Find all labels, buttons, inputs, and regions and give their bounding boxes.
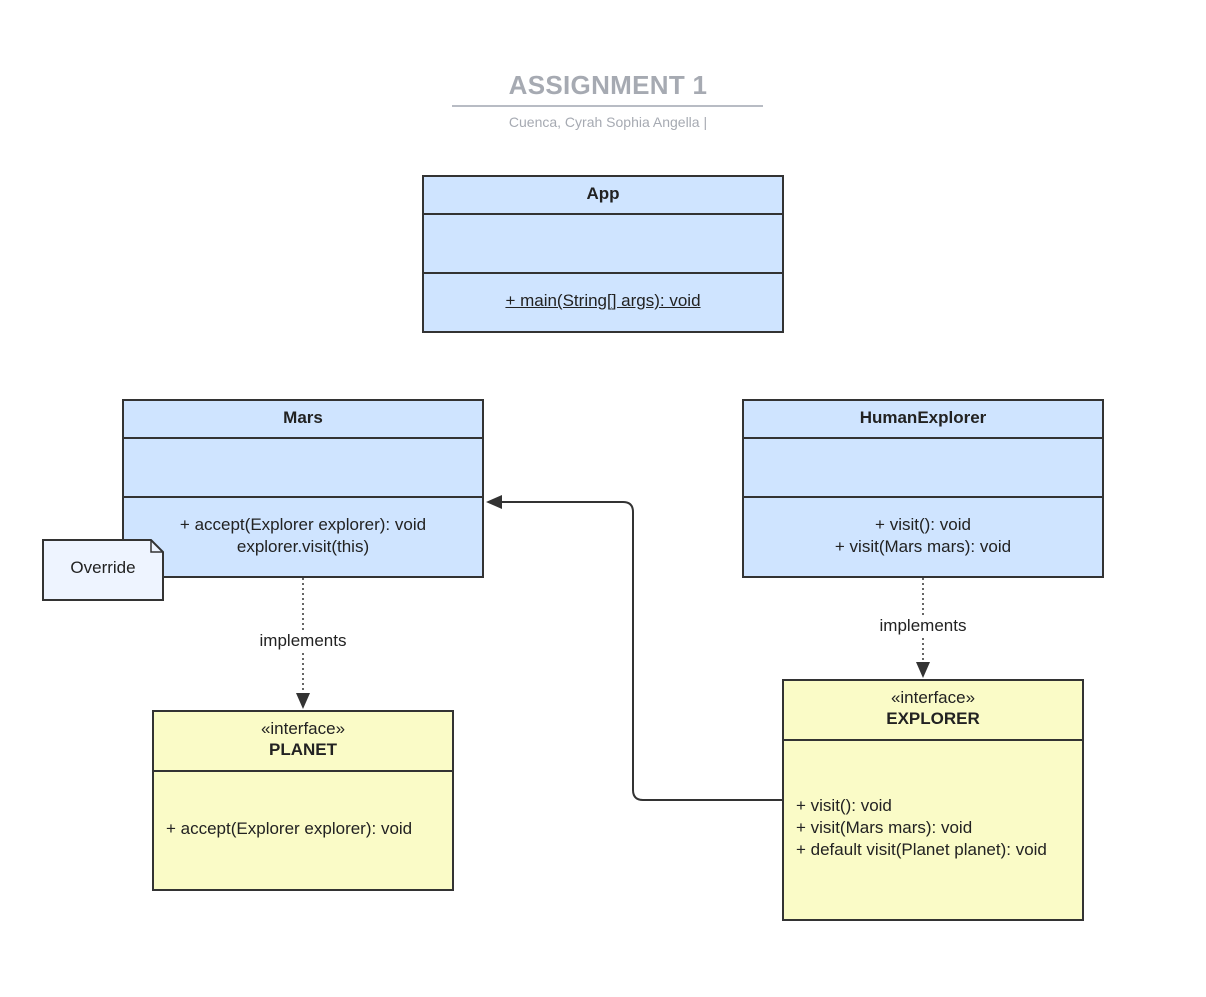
interface-explorer-method-1: + visit(): void bbox=[796, 796, 892, 815]
edge-label-human-explorer-implements: implements bbox=[873, 616, 973, 636]
class-app[interactable]: App + main(String[] args): void bbox=[422, 175, 784, 333]
class-human-explorer-divider-2 bbox=[744, 496, 1102, 498]
diagram-subtitle: Cuenca, Cyrah Sophia Angella | bbox=[508, 114, 708, 130]
class-mars-divider-2 bbox=[124, 496, 482, 498]
class-mars-name: Mars bbox=[283, 408, 323, 427]
interface-explorer-stereotype: «interface» bbox=[890, 688, 976, 707]
edge-explorer-mars bbox=[500, 501, 783, 801]
interface-explorer-method-2: + visit(Mars mars): void bbox=[796, 818, 973, 837]
class-human-explorer-method-2: + visit(Mars mars): void bbox=[834, 537, 1012, 556]
class-human-explorer-name: HumanExplorer bbox=[859, 408, 987, 427]
interface-explorer-divider bbox=[784, 739, 1082, 741]
interface-explorer-method-3: + default visit(Planet planet): void bbox=[796, 840, 1047, 859]
edge-mars-planet-arrowhead bbox=[296, 693, 310, 709]
class-mars[interactable]: Mars + accept(Explorer explorer): void e… bbox=[122, 399, 484, 578]
edge-label-mars-implements: implements bbox=[253, 631, 353, 651]
title-underline bbox=[452, 105, 763, 107]
class-app-name: App bbox=[586, 184, 620, 203]
edge-explorer-mars-arrowhead bbox=[486, 495, 502, 509]
interface-planet[interactable]: «interface» PLANET + accept(Explorer exp… bbox=[152, 710, 454, 891]
interface-explorer-name: EXPLORER bbox=[886, 709, 980, 728]
edge-human-explorer-arrowhead bbox=[916, 662, 930, 678]
class-app-method: + main(String[] args): void bbox=[505, 291, 701, 310]
interface-planet-method: + accept(Explorer explorer): void bbox=[166, 819, 413, 838]
class-app-divider-2 bbox=[424, 272, 782, 274]
diagram-title: ASSIGNMENT 1 bbox=[508, 70, 708, 100]
class-mars-divider-1 bbox=[124, 437, 482, 439]
class-app-divider-1 bbox=[424, 213, 782, 215]
interface-explorer[interactable]: «interface» EXPLORER + visit(): void + v… bbox=[782, 679, 1084, 921]
class-mars-method: + accept(Explorer explorer): void bbox=[179, 515, 427, 534]
class-mars-method-body: explorer.visit(this) bbox=[236, 537, 370, 556]
interface-planet-divider bbox=[154, 770, 452, 772]
class-human-explorer-method-1: + visit(): void bbox=[875, 515, 971, 534]
interface-planet-name: PLANET bbox=[269, 740, 337, 759]
class-human-explorer-divider-1 bbox=[744, 437, 1102, 439]
class-human-explorer[interactable]: HumanExplorer + visit(): void + visit(Ma… bbox=[742, 399, 1104, 578]
note-override: Override bbox=[70, 558, 136, 577]
interface-planet-stereotype: «interface» bbox=[260, 719, 346, 738]
